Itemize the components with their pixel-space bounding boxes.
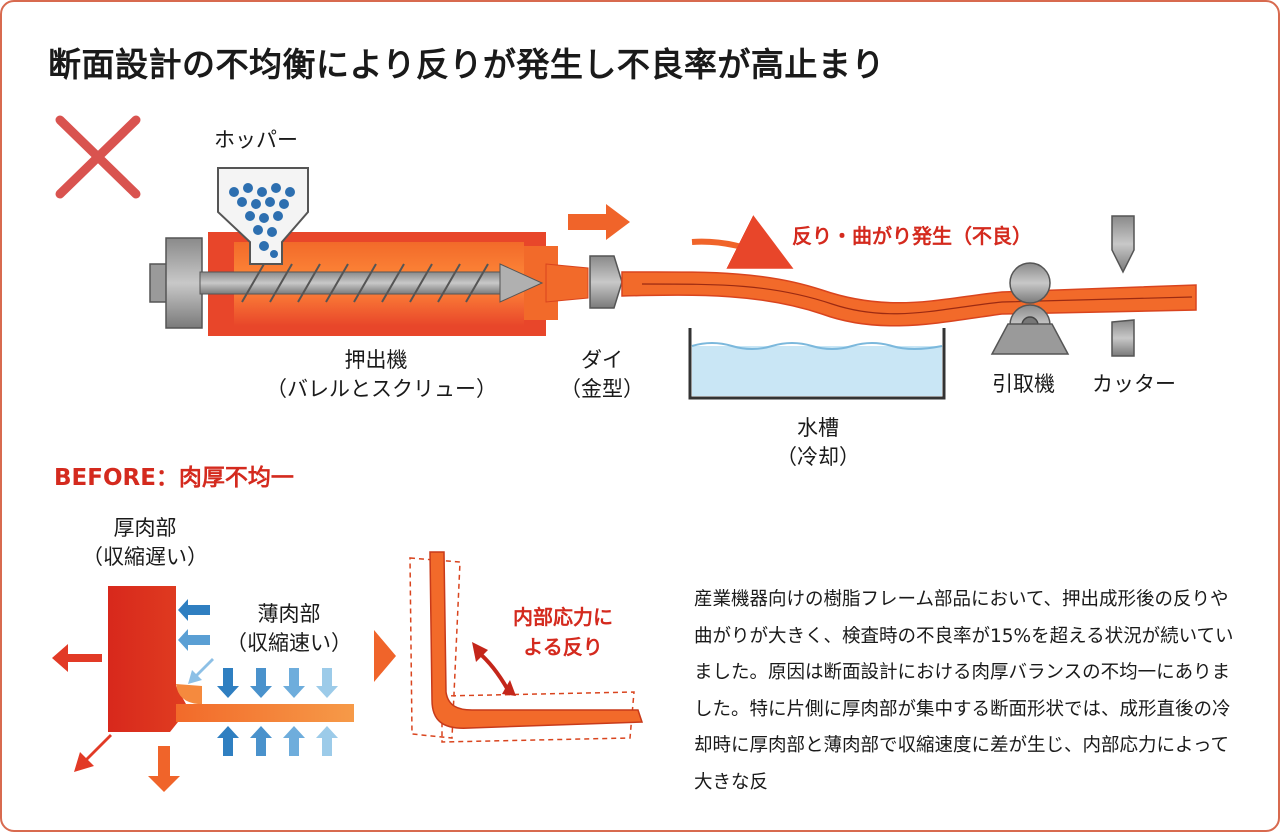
right-arrow-icon bbox=[568, 204, 630, 240]
tank-label: 水槽 （冷却） bbox=[768, 414, 868, 472]
thin-part-label: 薄肉部 （収縮速い） bbox=[224, 600, 354, 658]
die-label: ダイ （金型） bbox=[552, 346, 652, 404]
extruder-label-line1: 押出機 bbox=[344, 348, 408, 372]
thin-part-line2: （収縮速い） bbox=[226, 631, 352, 655]
extruded-profile bbox=[621, 271, 1197, 327]
cutter bbox=[1111, 215, 1135, 357]
warped-section bbox=[409, 551, 644, 743]
hopper bbox=[217, 167, 309, 265]
stress-line2: よる反り bbox=[523, 635, 603, 659]
drive-motor bbox=[149, 237, 203, 329]
thin-part-line1: 薄肉部 bbox=[257, 602, 321, 626]
thick-shrink-arrows bbox=[52, 644, 180, 792]
extruder-label: 押出機 （バレルとスクリュー） bbox=[266, 346, 497, 404]
page-title: 断面設計の不均衡により反りが発生し不良率が高止まり bbox=[48, 45, 885, 84]
die bbox=[589, 255, 623, 309]
die-label-line2: （金型） bbox=[560, 377, 644, 401]
cross-mark-icon bbox=[55, 115, 141, 199]
transition-arrow bbox=[374, 630, 396, 682]
tank-label-line2: （冷却） bbox=[776, 445, 860, 469]
die-label-line1: ダイ bbox=[581, 348, 623, 372]
thick-part-line1: 厚肉部 bbox=[113, 516, 177, 540]
puller bbox=[990, 262, 1070, 355]
thick-part-line2: （収縮遅い） bbox=[82, 545, 208, 569]
stress-label: 内部応力に よる反り bbox=[498, 602, 628, 662]
warp-arrow bbox=[691, 215, 794, 269]
puller-label: 引取機 bbox=[992, 372, 1055, 396]
stress-line1: 内部応力に bbox=[513, 605, 613, 629]
thin-shrink-arrows bbox=[178, 599, 338, 756]
warp-label: 反り・曲がり発生（不良） bbox=[792, 224, 1032, 248]
tank-label-line1: 水槽 bbox=[797, 416, 839, 440]
before-title: BEFORE：肉厚不均一 bbox=[54, 465, 294, 491]
water-tank bbox=[688, 328, 946, 400]
cross-section-shape bbox=[108, 586, 354, 732]
extruder-label-line2: （バレルとスクリュー） bbox=[266, 377, 497, 401]
thick-part-label: 厚肉部 （収縮遅い） bbox=[80, 514, 210, 572]
hopper-label: ホッパー bbox=[214, 128, 298, 152]
description-text: 産業機器向けの樹脂フレーム部品において、押出成形後の反りや曲がりが大きく、検査時… bbox=[694, 589, 1234, 793]
cutter-label: カッター bbox=[1092, 372, 1176, 396]
